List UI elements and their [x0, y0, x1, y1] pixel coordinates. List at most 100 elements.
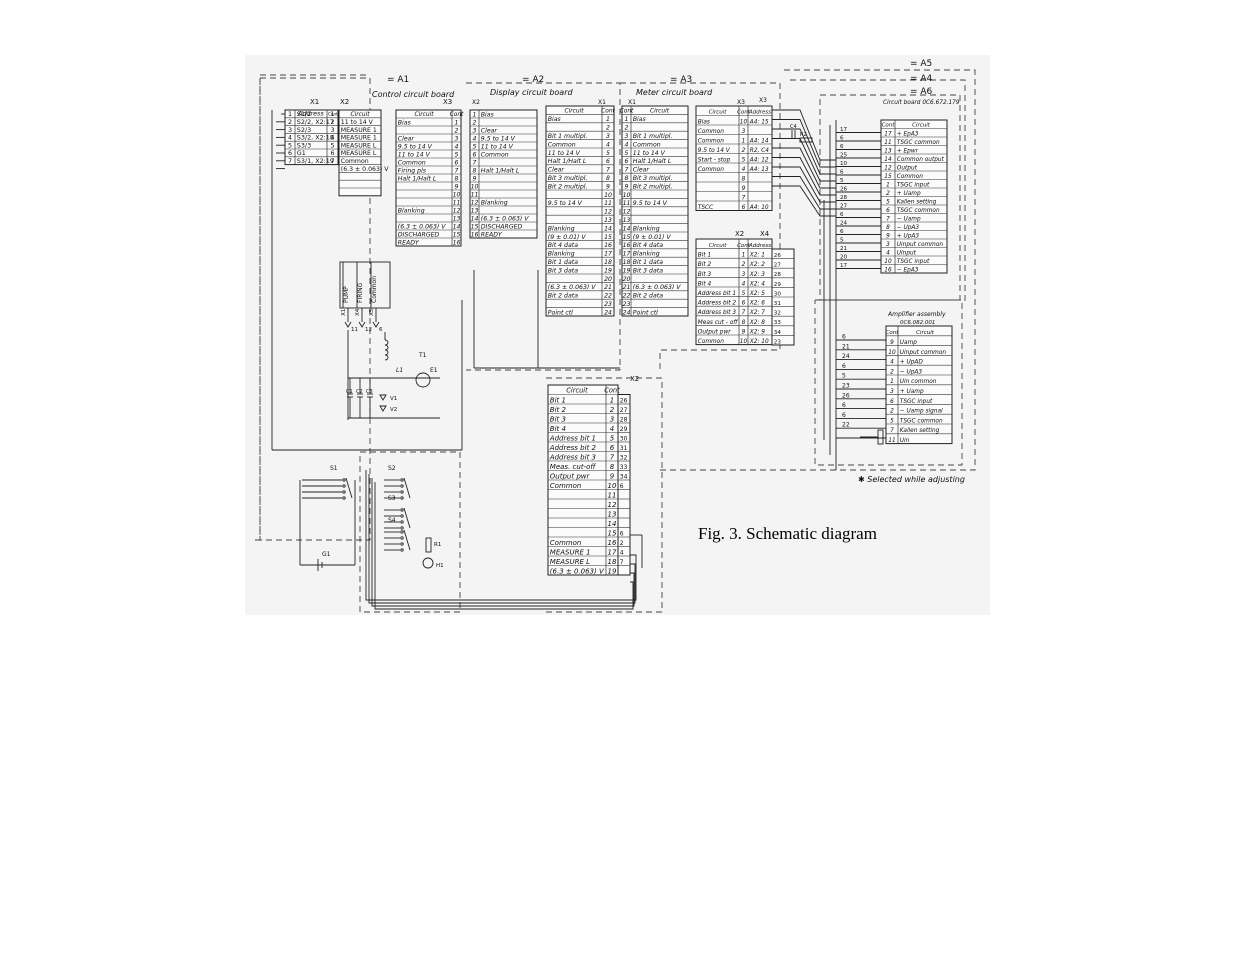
a3-x3-cell: 5 — [742, 157, 746, 163]
a2-x2-cell: 9.5 to 14 V — [481, 134, 516, 142]
x1-address-cell: 7 — [330, 157, 334, 165]
a6-board-cell: 4 — [886, 250, 890, 256]
a2-x1-cell: 22 — [604, 293, 612, 300]
a3-x1-cell: Bit 2 multipl. — [633, 182, 673, 190]
a6-board-cell: 2 — [886, 191, 890, 197]
amp-board-cell: 5 — [890, 418, 894, 424]
x2-bottom-cell: 11 — [608, 491, 617, 499]
amp-board-header-0: Cont — [886, 330, 900, 336]
label-a5: = A5 — [910, 59, 932, 69]
a3-x3-cell: A4: 12 — [749, 157, 769, 163]
a2-x2-cell: 5 — [473, 143, 477, 150]
plug-contact — [372, 321, 380, 328]
a3-x3-cell: Start - stop — [698, 157, 731, 163]
a6-board-cell: 16 — [884, 267, 892, 273]
amp-board-cell: 2 — [890, 409, 894, 415]
a2-x2-cell: 4 — [473, 135, 477, 142]
a3-to-a6-wire — [772, 166, 836, 203]
x2-control-cell: 11 to 14 V — [341, 119, 374, 126]
label-a1: = A1 — [387, 75, 409, 85]
x2-bottom-cell: 4 — [610, 425, 614, 433]
a3-x2-side-cell: 33 — [774, 320, 782, 326]
a6-wire-tag: 10 — [840, 161, 848, 167]
a2-x1-cell: 19 — [604, 267, 612, 274]
x3-control-cell: 11 to 14 V — [398, 150, 431, 158]
x2-bottom-cell: 15 — [608, 529, 617, 537]
a6-board-cell: − UpA3 — [897, 225, 920, 231]
x1-address-cell: S2/2, X2:17 — [297, 118, 334, 126]
a6-wire-tag: 6 — [840, 170, 844, 176]
x2-bottom-cell: 14 — [608, 520, 617, 528]
a3-x1-cell: Bit 1 data — [633, 258, 663, 266]
a3-x2-side-cell: 28 — [774, 272, 782, 278]
a3-x2-cell: X2: 9 — [749, 329, 765, 335]
a2-x2-cell: 16 — [471, 231, 479, 238]
a3-x1-cell: 6 — [625, 158, 629, 165]
a2-x1-cell: 13 — [604, 217, 612, 224]
x2-control-cell: MEASURE L — [341, 142, 377, 149]
title-a6: Circuit board 0C6.672.179 — [883, 100, 960, 106]
x2-control-frame — [338, 109, 382, 197]
a3-x2-cell: 5 — [742, 291, 746, 297]
x1-address-cell: S3/2, X2:18 — [297, 134, 334, 142]
x2-bottom-cell: Common — [550, 482, 582, 490]
a2-x1-cell: 12 — [604, 209, 612, 216]
a2-x1-cell: 15 — [604, 234, 612, 241]
x2-control-cell: (6.3 ± 0.063) V — [341, 166, 389, 173]
a2-x1-cell: 5 — [606, 150, 610, 157]
plug-num-1: 12 — [365, 327, 372, 333]
a2-x2-cell: Clear — [481, 127, 498, 134]
switch-contact — [400, 542, 404, 546]
a3-x1-cell: 7 — [625, 167, 629, 174]
switch-label-s1: S1 — [330, 465, 338, 472]
x1-address-cell: 5 — [330, 141, 334, 149]
x3-control-cell: 9.5 to 14 V — [398, 142, 433, 150]
a6-board-cell: 3 — [886, 242, 890, 248]
transformer-coil — [384, 339, 389, 346]
switch-lever — [345, 477, 353, 499]
a2-x1-cell: 6 — [606, 158, 610, 165]
amp-board-cell: + UpAD — [900, 360, 924, 366]
a2-x1-cell: Common — [548, 141, 576, 148]
label-a2-x1: X1 — [598, 99, 606, 106]
a3-x3-cell: 8 — [742, 176, 746, 182]
x3-control-cell: 13 — [453, 215, 461, 222]
x2-bottom-side-cell: 7 — [620, 559, 624, 566]
a2-x2-cell: 2 — [473, 119, 477, 126]
a2-x1-cell: Bit 3 multipl. — [548, 174, 588, 182]
a3-x1-cell: 14 — [623, 225, 631, 232]
switch-label-s4: S4 — [388, 517, 396, 524]
a2-x1-header-1: Cont — [601, 109, 615, 115]
a2-x1-cell: 21 — [604, 284, 612, 291]
amp-board-cell: − UpA3 — [900, 369, 923, 375]
a6-board-cell: + UpA3 — [897, 233, 920, 239]
x1-address-cell: 5 — [288, 141, 292, 149]
a3-x1-cell: 24 — [623, 309, 631, 316]
a3-x1-cell: (6.3 ± 0.063) V — [633, 284, 681, 291]
label-a4: = A4 — [910, 74, 933, 84]
a6-wire-tag: 28 — [840, 195, 848, 201]
a2-x2-cell: Halt 1/Halt L — [481, 166, 520, 174]
a6-wire-tag: 5 — [840, 178, 844, 184]
a2-x1-cell: 20 — [604, 276, 612, 283]
x3-control-cell: Bias — [398, 119, 412, 126]
x2-bottom-cell: 13 — [608, 510, 617, 518]
switch-label-s2: S2 — [388, 465, 396, 472]
a6-board-cell: 7 — [886, 216, 890, 222]
amp-wire-tag: 23 — [842, 383, 850, 390]
a3-x2-side-cell: 29 — [774, 282, 782, 288]
a3-x1-cell: 15 — [623, 234, 631, 241]
a3-x1-cell: 13 — [623, 217, 631, 224]
x2-bottom-side-cell: 33 — [620, 464, 628, 471]
transformer-coil — [384, 354, 389, 361]
a3-x3-cell: A4: 14 — [749, 138, 769, 144]
a6-board-cell: 5 — [886, 199, 890, 205]
part-cap-2: C3 — [366, 389, 373, 395]
x2-bottom-cell: 6 — [610, 444, 615, 452]
x2-bottom-header-0: Circuit — [566, 387, 588, 395]
a3-x2-cell: X2: 6 — [749, 301, 765, 307]
